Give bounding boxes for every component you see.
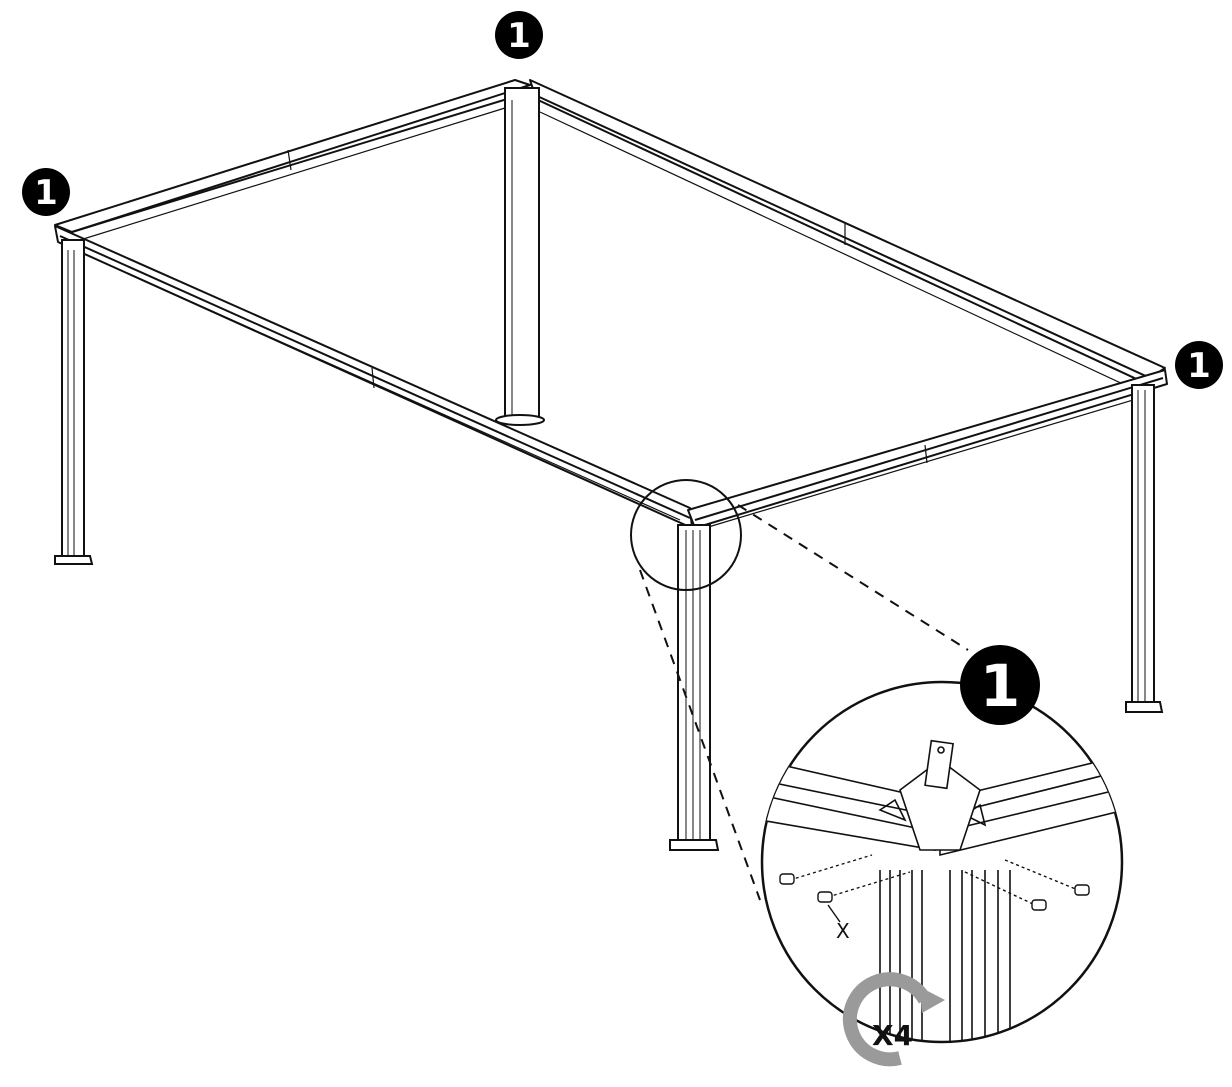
beam-back-right <box>529 79 1166 393</box>
beam-front-left <box>54 225 693 529</box>
roof-frame <box>54 79 1168 529</box>
post-left <box>54 239 94 565</box>
detail-callout: X X4 <box>760 680 1124 1067</box>
detail-bolts <box>779 854 1090 923</box>
magnify-indicator <box>630 479 969 901</box>
svg-text:1: 1 <box>1187 346 1211 386</box>
svg-text:1: 1 <box>980 652 1020 720</box>
post-right <box>1125 384 1164 713</box>
step-badge-detail: 1 <box>960 645 1040 725</box>
rotation-count-label: X4 <box>872 1019 913 1052</box>
post-front <box>669 524 720 851</box>
step-badge-top: 1 <box>495 11 543 59</box>
step-badge-left: 1 <box>22 168 70 216</box>
beam-back-left <box>54 79 531 241</box>
step-badge-right: 1 <box>1175 341 1223 389</box>
posts <box>54 87 1164 851</box>
svg-text:1: 1 <box>34 173 58 213</box>
svg-text:1: 1 <box>507 16 531 56</box>
detail-post <box>879 870 1011 1042</box>
rotation-arrow-icon <box>842 972 945 1067</box>
screw-count-label: X <box>836 919 850 943</box>
post-back <box>495 87 545 426</box>
beam-front-right <box>687 369 1168 529</box>
